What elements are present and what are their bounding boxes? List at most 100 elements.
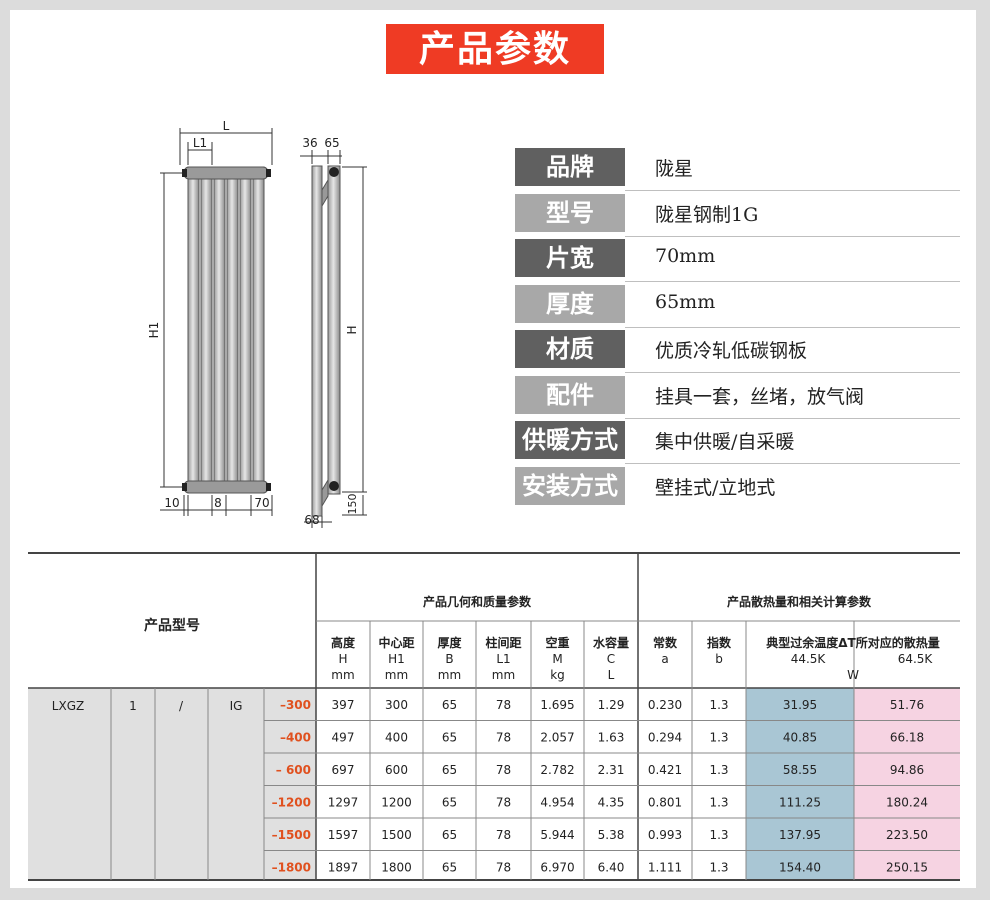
table-cell: 1800 — [381, 861, 412, 875]
param-row-install: 安装方式 壁挂式/立地式 — [515, 466, 960, 513]
table-cell: 1.3 — [709, 698, 728, 712]
table-cell: 4.35 — [598, 796, 625, 810]
dim-H1: H1 — [147, 322, 161, 339]
model-part-separator: / — [179, 699, 184, 713]
dim-bottom-8: 8 — [214, 496, 222, 510]
param-row-accessories: 配件 挂具一套，丝堵，放气阀 — [515, 375, 960, 422]
table-cell: 1297 — [328, 796, 359, 810]
table-cell: 78 — [496, 731, 511, 745]
front-view — [160, 128, 273, 516]
param-label: 厚度 — [515, 284, 625, 323]
table-cell: 600 — [385, 763, 408, 777]
param-label: 型号 — [515, 193, 625, 232]
dim-H: H — [345, 325, 359, 334]
table-cell: 94.86 — [890, 763, 924, 777]
table-cell: 697 — [332, 763, 355, 777]
table-cell: 1.63 — [598, 731, 625, 745]
heat-header: 典型过余温度ΔT所对应的散热量 — [766, 635, 939, 650]
column-name: 厚度 — [437, 635, 462, 650]
table-cell: 1.3 — [709, 828, 728, 842]
dim-36: 36 — [302, 136, 317, 150]
param-row-heating: 供暖方式 集中供暖/自采暖 — [515, 421, 960, 467]
geo-group-header: 产品几何和质量参数 — [423, 594, 532, 609]
param-row-model: 型号 陇星钢制1G — [515, 193, 960, 240]
table-cell: 78 — [496, 698, 511, 712]
table-cell: 137.95 — [779, 828, 821, 842]
param-value: 优质冷轧低碳钢板 — [655, 340, 808, 362]
model-header: 产品型号 — [144, 617, 200, 634]
column-name: 空重 — [545, 635, 569, 650]
table-cell: 111.25 — [779, 796, 821, 810]
table-cell: 40.85 — [783, 731, 817, 745]
column-unit: L — [608, 668, 615, 682]
column-symbol: a — [661, 652, 668, 666]
column-symbol: M — [552, 652, 562, 666]
param-label: 片宽 — [515, 239, 625, 277]
column-symbol: H — [338, 652, 347, 666]
table-cell: 6.40 — [598, 861, 625, 875]
param-value: 陇星 — [655, 158, 694, 180]
model-suffix: –1200 — [272, 796, 311, 810]
column-name: 高度 — [331, 635, 356, 650]
param-label: 材质 — [515, 330, 625, 368]
heat-temp-64: 64.5K — [898, 652, 934, 666]
param-divider — [625, 281, 960, 282]
param-row-width: 片宽 70mm — [515, 239, 960, 285]
param-divider — [625, 190, 960, 191]
radiator-drawing: L L1 H1 10 8 70 — [120, 110, 380, 530]
model-suffix: –1800 — [272, 861, 311, 875]
dim-150: 150 — [346, 494, 359, 515]
column-name: 水容量 — [593, 635, 629, 650]
table-cell: 31.95 — [783, 698, 817, 712]
table-cell: 0.993 — [648, 828, 682, 842]
param-value: 挂具一套，丝堵，放气阀 — [655, 385, 865, 408]
radiator-drawing-svg: L L1 H1 10 8 70 — [147, 119, 367, 528]
spec-table-svg: 产品型号产品几何和质量参数产品散热量和相关计算参数高度Hmm中心距H1mm厚度B… — [28, 552, 960, 883]
heat-44-column-bg — [746, 688, 854, 883]
param-row-thickness: 厚度 65mm — [515, 284, 960, 331]
heat-64-column-bg — [854, 688, 960, 883]
page: 产品参数 — [10, 10, 976, 888]
column-symbol: b — [715, 652, 723, 666]
table-cell: 397 — [332, 698, 355, 712]
column-name: 中心距 — [378, 635, 414, 650]
model-suffix: –1500 — [272, 828, 311, 842]
param-label: 安装方式 — [515, 466, 625, 505]
dim-65: 65 — [324, 136, 339, 150]
table-cell: 1.29 — [598, 698, 625, 712]
table-cell: 78 — [496, 763, 511, 777]
table-cell: 4.954 — [540, 796, 574, 810]
table-cell: 154.40 — [779, 861, 821, 875]
table-cell: 65 — [442, 861, 457, 875]
param-row-material: 材质 优质冷轧低碳钢板 — [515, 330, 960, 376]
dim-L1: L1 — [193, 136, 207, 150]
table-cell: 51.76 — [890, 698, 924, 712]
dim-68: 68 — [304, 513, 319, 527]
table-cell: 300 — [385, 698, 408, 712]
param-value: 65mm — [655, 290, 716, 313]
table-cell: 1.3 — [709, 731, 728, 745]
table-cell: 180.24 — [886, 796, 928, 810]
model-column-bg — [28, 688, 316, 883]
table-cell: 0.294 — [648, 731, 682, 745]
model-suffix: –400 — [280, 731, 311, 745]
table-cell: 78 — [496, 828, 511, 842]
table-cell: 497 — [332, 731, 355, 745]
table-cell: 65 — [442, 698, 457, 712]
table-cell: 1.3 — [709, 763, 728, 777]
page-title: 产品参数 — [386, 24, 604, 74]
table-cell: 2.31 — [598, 763, 625, 777]
param-divider — [625, 417, 960, 419]
dim-bottom-70: 70 — [254, 496, 269, 510]
table-cell: 1.111 — [648, 861, 682, 875]
table-cell: 1500 — [381, 828, 412, 842]
model-suffix: – 600 — [276, 763, 311, 777]
table-cell: 6.970 — [540, 861, 574, 875]
table-cell: 65 — [442, 796, 457, 810]
table-cell: 1.3 — [709, 861, 728, 875]
heat-unit: W — [847, 668, 859, 682]
dim-bottom-10: 10 — [164, 496, 179, 510]
column-name: 柱间距 — [485, 635, 521, 650]
param-label: 配件 — [515, 375, 625, 414]
table-cell: 0.230 — [648, 698, 682, 712]
